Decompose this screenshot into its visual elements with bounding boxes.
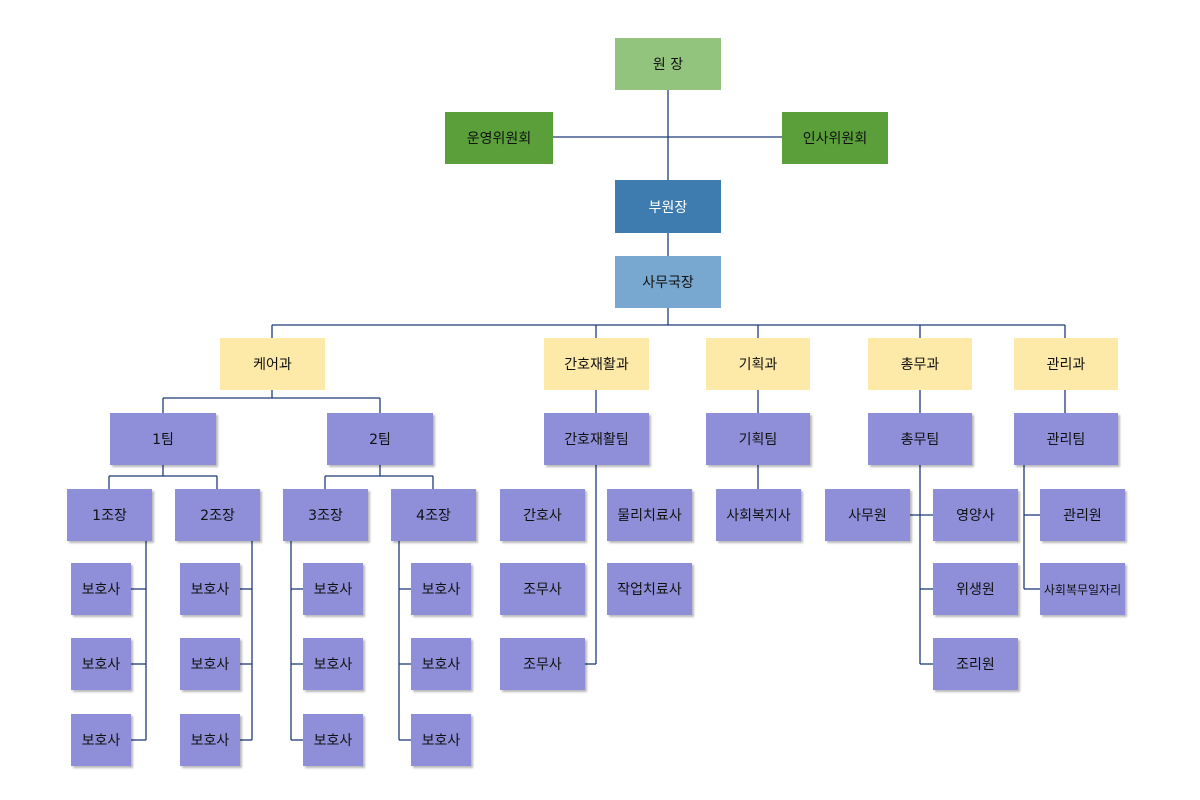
caregiver-box: 보호사 — [303, 714, 363, 766]
group-leader-4: 4조장 — [391, 489, 476, 541]
caregiver-box: 보호사 — [71, 563, 131, 615]
nurse-aide-box: 조무사 — [500, 638, 585, 690]
deputy-director-box: 부원장 — [615, 180, 721, 233]
team-care-2: 2팀 — [327, 413, 433, 465]
caregiver-box: 보호사 — [303, 638, 363, 690]
caregiver-box: 보호사 — [71, 638, 131, 690]
social-worker-box: 사회복지사 — [716, 489, 801, 541]
group-leader-3: 3조장 — [283, 489, 368, 541]
nurse-aide-box: 조무사 — [500, 563, 585, 615]
team-care-1: 1팀 — [110, 413, 216, 465]
secretary-general-box: 사무국장 — [615, 256, 721, 308]
physical-therapist-box: 물리치료사 — [607, 489, 692, 541]
senior-job-box: 사회복무일자리 — [1040, 563, 1125, 615]
caregiver-box: 보호사 — [180, 638, 240, 690]
nurse-box: 간호사 — [500, 489, 585, 541]
caregiver-box: 보호사 — [180, 714, 240, 766]
occupational-therapist-box: 작업치료사 — [607, 563, 692, 615]
team-management: 관리팀 — [1014, 413, 1118, 465]
hr-committee-box: 인사위원회 — [782, 112, 888, 164]
clerk-box: 사무원 — [825, 489, 910, 541]
caregiver-box: 보호사 — [71, 714, 131, 766]
facility-manager-box: 관리원 — [1040, 489, 1125, 541]
hygienist-box: 위생원 — [933, 563, 1018, 615]
director-box: 원 장 — [615, 38, 721, 90]
caregiver-box: 보호사 — [180, 563, 240, 615]
caregiver-box: 보호사 — [411, 714, 471, 766]
dept-management: 관리과 — [1014, 338, 1118, 390]
nutritionist-box: 영양사 — [933, 489, 1018, 541]
dept-general: 총무과 — [868, 338, 972, 390]
group-leader-2: 2조장 — [175, 489, 260, 541]
operations-committee-box: 운영위원회 — [445, 112, 553, 164]
caregiver-box: 보호사 — [303, 563, 363, 615]
group-leader-1: 1조장 — [67, 489, 152, 541]
team-planning: 기획팀 — [706, 413, 810, 465]
cook-box: 조리원 — [933, 638, 1018, 690]
team-nursing: 간호재활팀 — [544, 413, 649, 465]
caregiver-box: 보호사 — [411, 638, 471, 690]
dept-planning: 기획과 — [706, 338, 810, 390]
dept-nursing: 간호재활과 — [544, 338, 649, 390]
caregiver-box: 보호사 — [411, 563, 471, 615]
dept-care: 케어과 — [220, 338, 325, 390]
team-general: 총무팀 — [868, 413, 972, 465]
